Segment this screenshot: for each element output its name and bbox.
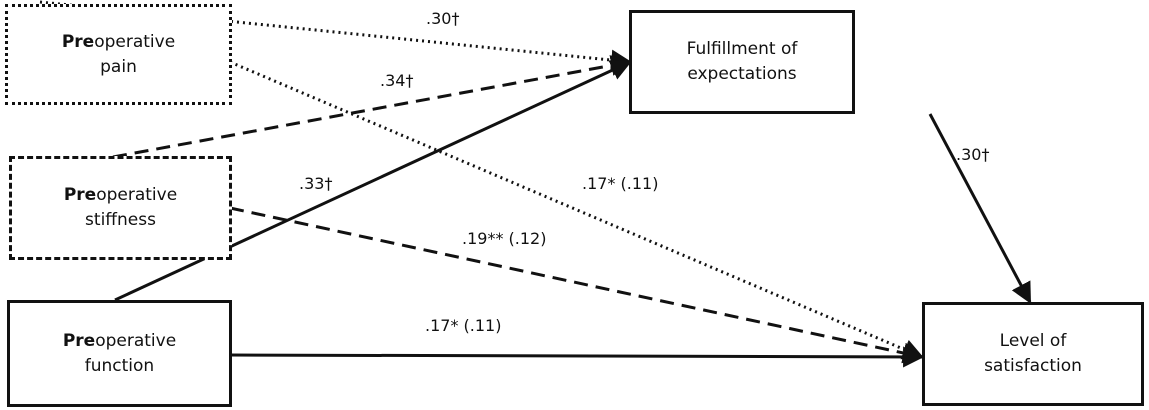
edge-function-to-satisfaction: [229, 346, 925, 368]
node-pain-line1: operative: [94, 31, 176, 52]
node-level-of-satisfaction: Level of satisfaction: [922, 302, 1144, 406]
node-fulfillment-line2: expectations: [687, 64, 797, 84]
node-satisfaction-line1: Level of: [999, 331, 1067, 352]
edge-function-to-fulfillment: [114, 60, 632, 302]
node-function-prefix: Pre: [62, 330, 96, 351]
node-function-line1: operative: [95, 330, 177, 351]
node-preoperative-function: Preoperative function: [7, 300, 232, 407]
node-pain-line2: pain: [100, 56, 137, 77]
label-function-to-satisfaction: .17* (.11): [425, 316, 502, 335]
node-function-line2: function: [84, 355, 155, 376]
label-pain-to-satisfaction: .17* (.11): [582, 174, 659, 193]
node-satisfaction-line2: satisfaction: [984, 356, 1082, 376]
node-preoperative-pain: Preoperative pain: [5, 4, 232, 105]
label-function-to-fulfillment: .33†: [299, 174, 333, 193]
node-stiffness-prefix: Pre: [63, 185, 97, 206]
edge-fulfillment-to-satisfaction: [928, 113, 1032, 304]
label-stiffness-to-satisfaction: .19** (.12): [462, 229, 547, 248]
label-pain-to-fulfillment: .30†: [426, 9, 460, 28]
node-pain-prefix: Pre: [61, 31, 95, 52]
node-fulfillment-of-expectations: Fulfillment of expectations: [629, 10, 855, 114]
node-fulfillment-line1: Fulfillment of: [686, 39, 798, 60]
label-stiffness-to-fulfillment: .34†: [380, 71, 414, 90]
node-stiffness-line2: stiffness: [85, 210, 156, 230]
label-fulfillment-to-satisfaction: .30†: [956, 145, 990, 164]
node-preoperative-stiffness: Preoperative stiffness: [9, 156, 232, 260]
node-stiffness-line1: operative: [96, 185, 178, 206]
edge-stiffness-to-satisfaction: [229, 206, 925, 364]
